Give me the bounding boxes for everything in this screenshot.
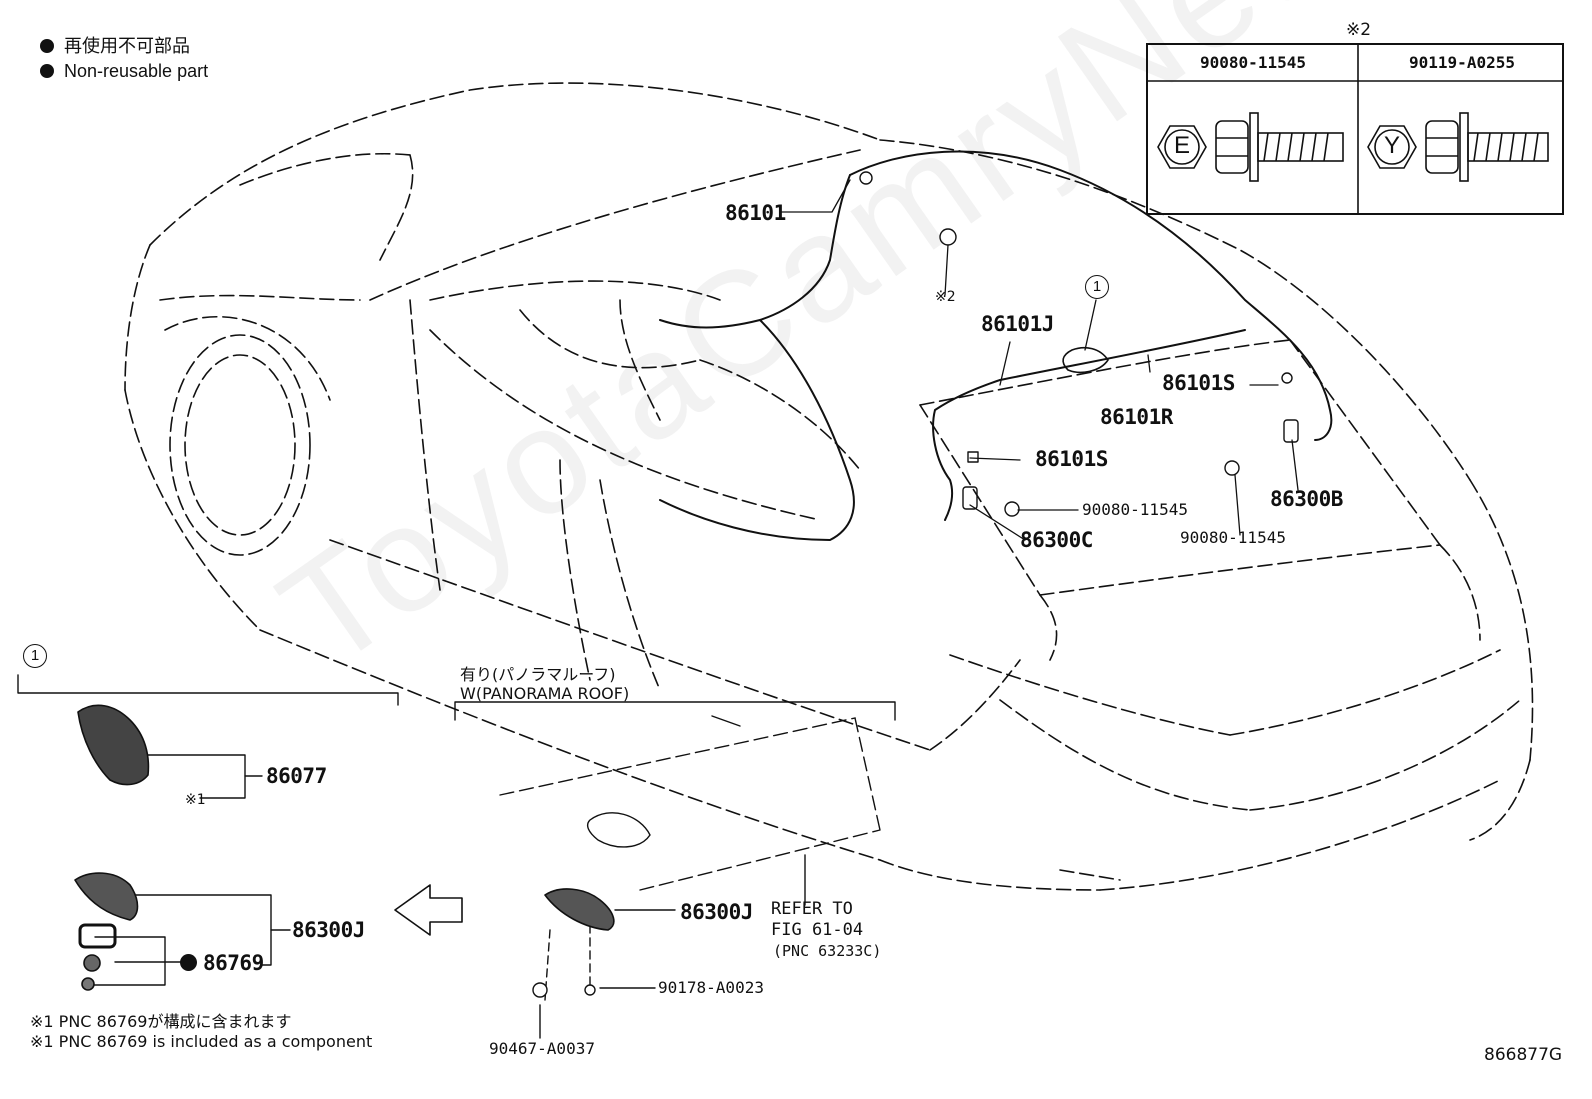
callout-86101S-lower: 86101S [1035, 447, 1108, 471]
bolt-e-drawing [1157, 112, 1344, 182]
callout-86300J-panorama: 86300J [680, 900, 753, 924]
antenna-cover-86077 [77, 704, 150, 786]
callout-86300C: 86300C [1020, 528, 1093, 552]
callout-86101: 86101 [725, 201, 786, 225]
nut-glyph [83, 954, 101, 972]
footnote-en: ※1 PNC 86769 is included as a component [30, 1032, 373, 1051]
bolt-mark-y: Y [1384, 132, 1401, 159]
bolt-glyph [81, 977, 95, 991]
panorama-title-jp: 有り(パノラマルーフ) [460, 665, 616, 684]
nut-90178 [584, 984, 596, 996]
fastener-table: 90080-11545 90119-A0255 [1146, 43, 1564, 215]
footnote-jp: ※1 PNC 86769が構成に含まれます [30, 1012, 292, 1031]
table-note-mark: ※2 [1346, 20, 1372, 40]
detail-1-circle: 1 [23, 644, 47, 668]
screw-90467 [532, 982, 548, 998]
bolt-y-drawing [1367, 112, 1549, 182]
callout-90178-A0023: 90178-A0023 [658, 978, 764, 997]
antenna-cable [659, 150, 1333, 541]
gasket-86769 [78, 923, 117, 949]
roof-antenna-outline [1062, 346, 1109, 374]
panorama-title-en: W(PANORAMA ROOF) [460, 684, 630, 703]
callout-90467-A0037: 90467-A0037 [489, 1039, 595, 1058]
callout-86300B: 86300B [1270, 487, 1343, 511]
callout-90080-11545-a: 90080-11545 [1082, 500, 1188, 519]
table-col2-part: 90119-A0255 [1409, 53, 1515, 72]
non-reusable-dot-icon [180, 954, 197, 971]
callout-86300J-left: 86300J [292, 918, 365, 942]
callout-circle-1: 1 [1085, 275, 1109, 299]
callout-86101J: 86101J [981, 312, 1054, 336]
bolt-mark-e: E [1174, 132, 1191, 159]
callout-86769: 86769 [180, 953, 264, 974]
refer-line-1: REFER TO [771, 899, 853, 919]
non-reusable-dot-icon [40, 64, 54, 78]
callout-86077: 86077 [266, 764, 327, 788]
direction-arrow [394, 884, 463, 936]
leader-lines [779, 179, 1299, 541]
legend-en: Non-reusable part [40, 62, 208, 80]
refer-line-2: FIG 61-04 [771, 920, 864, 940]
figure-id: 866877G [1484, 1045, 1563, 1065]
callout-86101S-upper: 86101S [1162, 371, 1235, 395]
callout-86101R: 86101R [1100, 405, 1173, 429]
table-col1-part: 90080-11545 [1200, 53, 1306, 72]
antenna-base-86300J-panorama [544, 888, 615, 931]
callout-90080-11545-b: 90080-11545 [1180, 528, 1286, 547]
fastener-drawings [1148, 45, 1562, 213]
non-reusable-dot-icon [40, 39, 54, 53]
antenna-base-86300J-left [74, 872, 139, 921]
refer-line-3: (PNC 63233C) [773, 942, 882, 960]
callout-note2: ※2 [935, 289, 956, 305]
callout-note1: ※1 [185, 792, 206, 808]
detail-1-frame [17, 674, 399, 986]
legend-jp: 再使用不可部品 [40, 37, 190, 55]
hardware-glyphs [859, 171, 1299, 517]
car-body-outline [124, 82, 1534, 891]
